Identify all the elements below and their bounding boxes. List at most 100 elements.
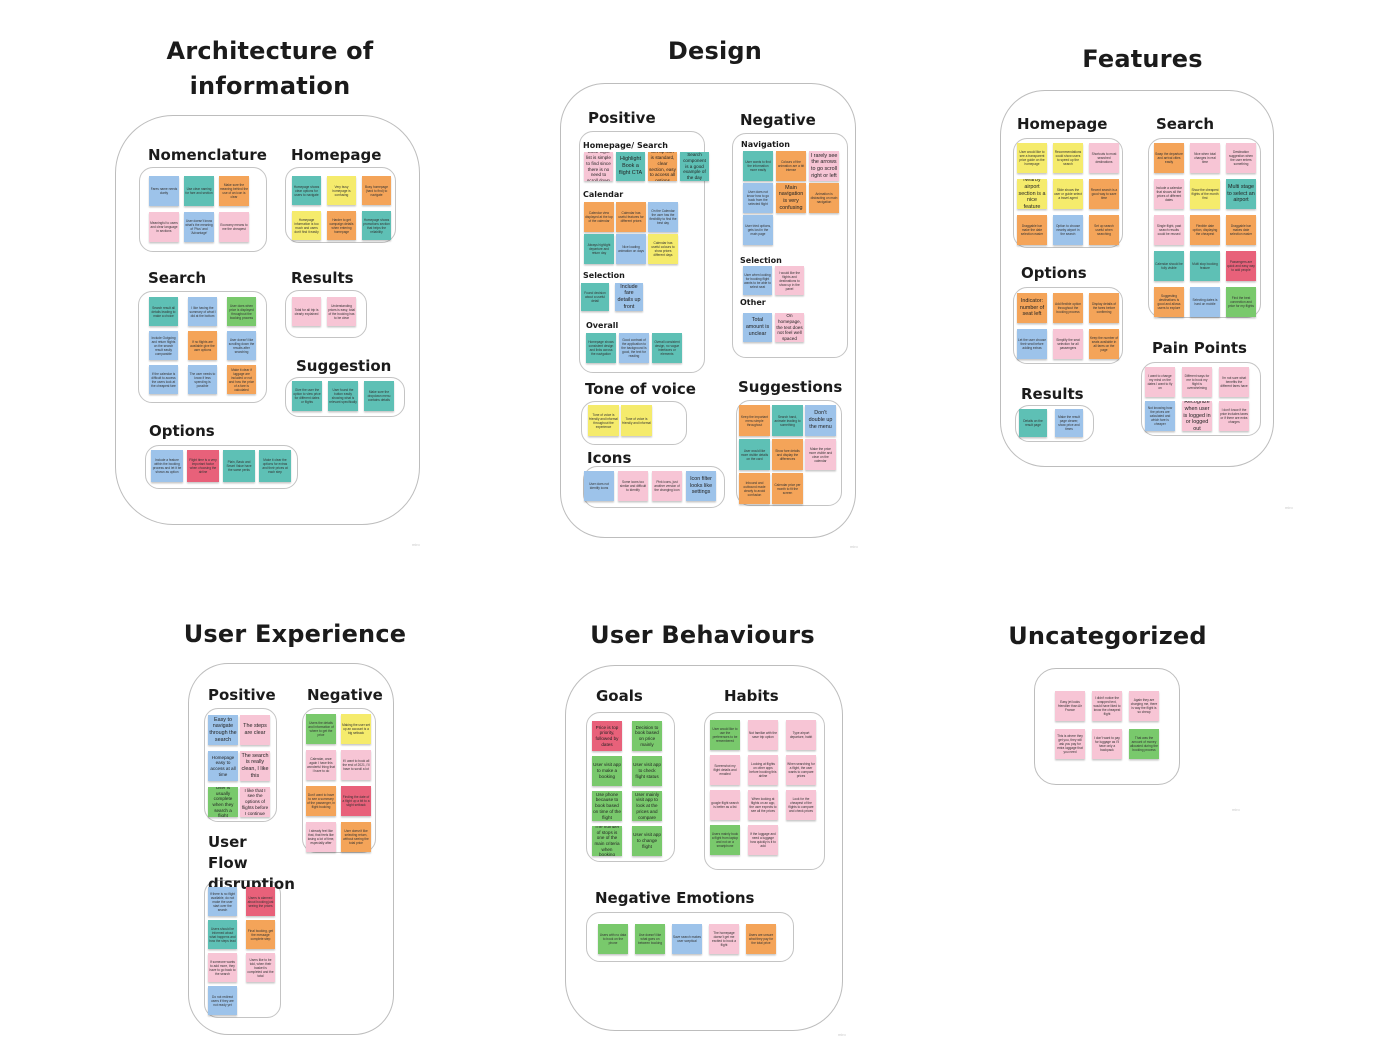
sticky-note[interactable]: Multi stage to select an airport	[1226, 179, 1256, 209]
sticky-note[interactable]: User doesn't know what's the meaning of …	[184, 212, 214, 242]
sticky-note[interactable]: Homepage shows consistent design and lin…	[586, 333, 616, 363]
sticky-note[interactable]: Calendar view displayed at the top of th…	[584, 202, 614, 232]
sticky-note[interactable]: If someone wants to add more, they have …	[208, 953, 237, 982]
sticky-note[interactable]: Understanding prices is easy, total of t…	[327, 297, 356, 326]
sticky-note[interactable]: If I want to book all the end of 2021, I…	[341, 750, 371, 780]
sticky-note[interactable]: I'm not sure what benefits the different…	[1219, 367, 1249, 397]
sticky-note[interactable]: Harder to get campaign details when ente…	[327, 211, 356, 240]
sticky-note[interactable]: Option to choose nearby airport in the s…	[1053, 215, 1083, 245]
sticky-note[interactable]: Users like to be told, when their basket…	[246, 953, 275, 982]
sticky-note[interactable]: I want to change my mind on the dates I …	[1145, 367, 1175, 397]
sticky-note[interactable]: Indicator: number of seat left	[1017, 293, 1047, 323]
sticky-note[interactable]: If the luggage and need a luggage how qu…	[748, 825, 778, 855]
sticky-note[interactable]: Nice loading animation on days	[616, 234, 646, 264]
sticky-note[interactable]: Good contrast of the application to the …	[619, 333, 649, 363]
sticky-note[interactable]: Decision to book based on price mainly	[632, 721, 662, 751]
sticky-note[interactable]: Calendar has useful features for differe…	[616, 202, 646, 232]
sticky-note[interactable]: I already feel like that, that feels lik…	[306, 822, 336, 852]
sticky-note[interactable]: Users mainly book a flight from laptop a…	[710, 825, 740, 855]
sticky-note[interactable]: Users the details and information of whe…	[306, 714, 336, 744]
sticky-note[interactable]: User would like to use the preferences t…	[710, 720, 740, 750]
sticky-note[interactable]: Give the user the option to view price f…	[292, 381, 322, 411]
sticky-note[interactable]: Simplify the seat selection for all pass…	[1053, 329, 1083, 359]
sticky-note[interactable]: User does not identify icons	[584, 471, 614, 501]
sticky-note[interactable]: The number of stops is one of the main c…	[592, 826, 622, 856]
sticky-note[interactable]: Final booking, get the message complete …	[246, 920, 275, 949]
sticky-note[interactable]: That was the amount of money allocated d…	[1129, 729, 1159, 759]
sticky-note[interactable]: Homepage shows clear options for users t…	[292, 176, 321, 205]
sticky-note[interactable]: Nice when total changes in real time	[1190, 143, 1220, 173]
sticky-note[interactable]: Total for all trip is clearly explained	[292, 297, 321, 326]
sticky-note[interactable]: When searching for a flight, the user wa…	[786, 755, 816, 785]
sticky-note[interactable]: Total amount is unclear	[743, 313, 772, 342]
sticky-note[interactable]: Pink icons, just another version of the …	[652, 471, 682, 501]
sticky-note[interactable]: Draggable bar makes date selection easie…	[1226, 215, 1256, 245]
sticky-note[interactable]: Single flight, past search results could…	[1154, 215, 1184, 245]
sticky-note[interactable]: Price is top priority, followed by dates	[592, 721, 622, 751]
sticky-note[interactable]: Include fare details up front	[615, 283, 643, 311]
sticky-note[interactable]: Nearby airport section is a nice feature	[1017, 179, 1047, 209]
sticky-note[interactable]: Don't double up the menu	[805, 405, 836, 436]
sticky-note[interactable]: Overall consistent design, no vague inte…	[652, 333, 682, 363]
sticky-note[interactable]: User is usually complete when they searc…	[208, 787, 238, 817]
sticky-note[interactable]: Use doesn't like what goes on between bo…	[635, 924, 665, 954]
sticky-note[interactable]: Easy to navigate through the search	[208, 715, 238, 745]
sticky-note[interactable]: Set up search useful when searching	[1089, 215, 1119, 245]
sticky-note[interactable]: I like that I see the options of flights…	[240, 787, 270, 817]
sticky-note[interactable]: User doesn't like selecting return, with…	[341, 822, 371, 852]
sticky-note[interactable]: Homepage shows promotions section that h…	[362, 211, 391, 240]
sticky-note[interactable]: Not knowing how the prices are calculate…	[1145, 401, 1175, 431]
sticky-note[interactable]: User found the button easily showing wha…	[328, 381, 358, 411]
sticky-note[interactable]: Colours of the animation are a bit inten…	[776, 151, 806, 181]
sticky-note[interactable]: Let the user choose their seat before ad…	[1017, 329, 1047, 359]
sticky-note[interactable]: Users are unsure what they pay for the t…	[746, 924, 776, 954]
sticky-note[interactable]: Swap the departure and arrival cities ea…	[1154, 143, 1184, 173]
sticky-note[interactable]: User visit app to change flight	[632, 826, 662, 856]
sticky-note[interactable]: Inbound and outbound made clearly to avo…	[739, 473, 770, 504]
sticky-note[interactable]: Details on the result page	[1019, 409, 1047, 437]
sticky-note[interactable]: Selecting dates is hard on mobile	[1190, 287, 1220, 317]
sticky-note[interactable]: Shortcuts to most searched destinations	[1089, 143, 1119, 173]
sticky-note[interactable]: Calendar should be fully visible	[1154, 251, 1184, 281]
sticky-note[interactable]: Icon filter looks like settings	[686, 471, 716, 501]
sticky-note[interactable]: Search result all details leading to mak…	[149, 297, 178, 326]
sticky-note[interactable]: User mainly visit app to look at the pri…	[632, 791, 662, 821]
sticky-note[interactable]: Don't want to have to see a summary of t…	[306, 786, 336, 816]
sticky-note[interactable]: I don't want to pay for luggage as I'll …	[1092, 729, 1122, 759]
sticky-note[interactable]: The steps are clear	[240, 715, 270, 745]
sticky-note[interactable]: Fares name needs clarity	[149, 176, 179, 206]
sticky-note[interactable]: Highlight Book a flight CTA	[616, 152, 645, 181]
sticky-note[interactable]: Different ways for me to book my flight …	[1182, 367, 1212, 397]
sticky-note[interactable]: User visit app to check flight status	[632, 756, 662, 786]
sticky-note[interactable]: I would like the flights and destination…	[775, 266, 804, 295]
sticky-note[interactable]: Not familiar with the save trip option	[748, 720, 778, 750]
sticky-note[interactable]: Find the best connection and price for m…	[1226, 287, 1256, 317]
sticky-note[interactable]: Recommendations could show users to spee…	[1053, 143, 1083, 173]
sticky-note[interactable]: User does not know how to go back from t…	[743, 183, 773, 213]
sticky-note[interactable]: Recognize when user is logged in or logg…	[1182, 401, 1212, 431]
sticky-note[interactable]: Multi stop booking feature	[1190, 251, 1220, 281]
sticky-note[interactable]: Make it clear if luggage are included or…	[227, 365, 256, 394]
sticky-note[interactable]: Show the cheapest flights of the month f…	[1190, 179, 1220, 209]
sticky-note[interactable]: Easy jet looks friendlier than Air Franc…	[1055, 691, 1085, 721]
sticky-note[interactable]: Do not redirect users if they are not re…	[208, 986, 237, 1015]
sticky-note[interactable]: Plain, Basic and Smart Value have the sa…	[223, 450, 255, 482]
sticky-note[interactable]: Save search makes user sceptical	[672, 924, 702, 954]
sticky-note[interactable]: If no flights are available give the use…	[188, 331, 217, 360]
sticky-note[interactable]: Main navigation is very confusing	[776, 183, 806, 213]
sticky-note[interactable]: Suggesting destinations is good and allo…	[1154, 287, 1184, 317]
sticky-note[interactable]: Draggable bar make the date selection ea…	[1017, 215, 1047, 245]
sticky-note[interactable]: On the Calendar the user has the flexibi…	[648, 202, 678, 232]
sticky-note[interactable]: Screenshot my flight details and emailed	[710, 755, 740, 785]
sticky-note[interactable]: Slide shows the user or guide select a t…	[1053, 179, 1083, 209]
sticky-note[interactable]: Include a calendar that shows all the pr…	[1154, 179, 1184, 209]
sticky-note[interactable]: Flight time is a very important factor w…	[187, 450, 219, 482]
sticky-note[interactable]: User does when price is displayed throug…	[227, 297, 256, 326]
sticky-note[interactable]: I rarely see the arrows to go scroll rig…	[809, 151, 839, 181]
sticky-note[interactable]: The homepage doesn't get me excited to b…	[709, 924, 739, 954]
sticky-note[interactable]: Destination suggestion when the user ent…	[1226, 143, 1256, 173]
sticky-note[interactable]: The search is really clean, I like this	[240, 751, 270, 781]
sticky-note[interactable]: Make the result page clearer, show price…	[1055, 409, 1083, 437]
sticky-note[interactable]: I like having the summary of what I did …	[188, 297, 217, 326]
sticky-note[interactable]: Looking at flights on other apps before …	[748, 755, 778, 785]
